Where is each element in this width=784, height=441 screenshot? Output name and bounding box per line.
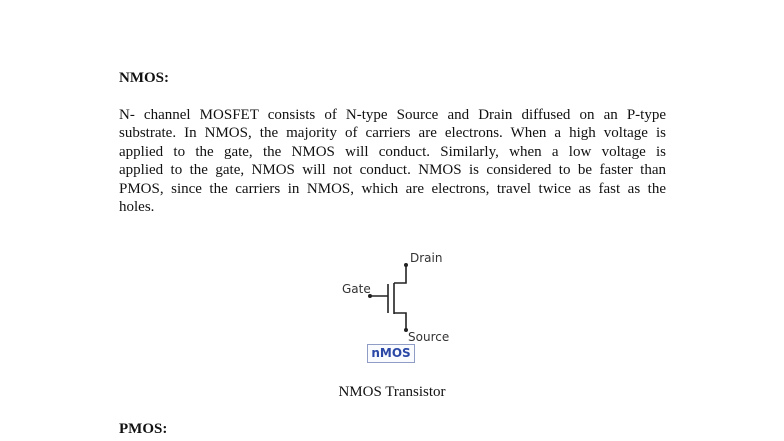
paragraph-line: PMOS, since the carriers in NMOS, which … [119,180,666,197]
paragraph-line: applied to the gate, the NMOS will condu… [119,143,666,160]
paragraph-line: N- channel MOSFET consists of N-type Sou… [119,107,666,123]
source-label: Source [408,330,450,344]
paragraph-line: applied to the gate, NMOS will not condu… [119,162,666,179]
nmos-description-paragraph: N- channel MOSFET consists of N-type Sou… [119,106,666,216]
figure-caption: NMOS Transistor [338,384,446,400]
nmos-transistor-figure: Drain Gate Source nMOS [330,245,470,370]
section-heading-nmos: NMOS: [119,70,169,86]
paragraph-line: substrate. In NMOS, the majority of carr… [119,125,666,142]
paragraph-line: holes. [119,199,155,216]
section-heading-pmos: PMOS: [119,421,168,437]
nmos-symbol-icon [368,263,408,332]
drain-label: Drain [410,251,443,265]
nmos-badge: nMOS [367,344,415,363]
gate-label: Gate [342,282,371,296]
